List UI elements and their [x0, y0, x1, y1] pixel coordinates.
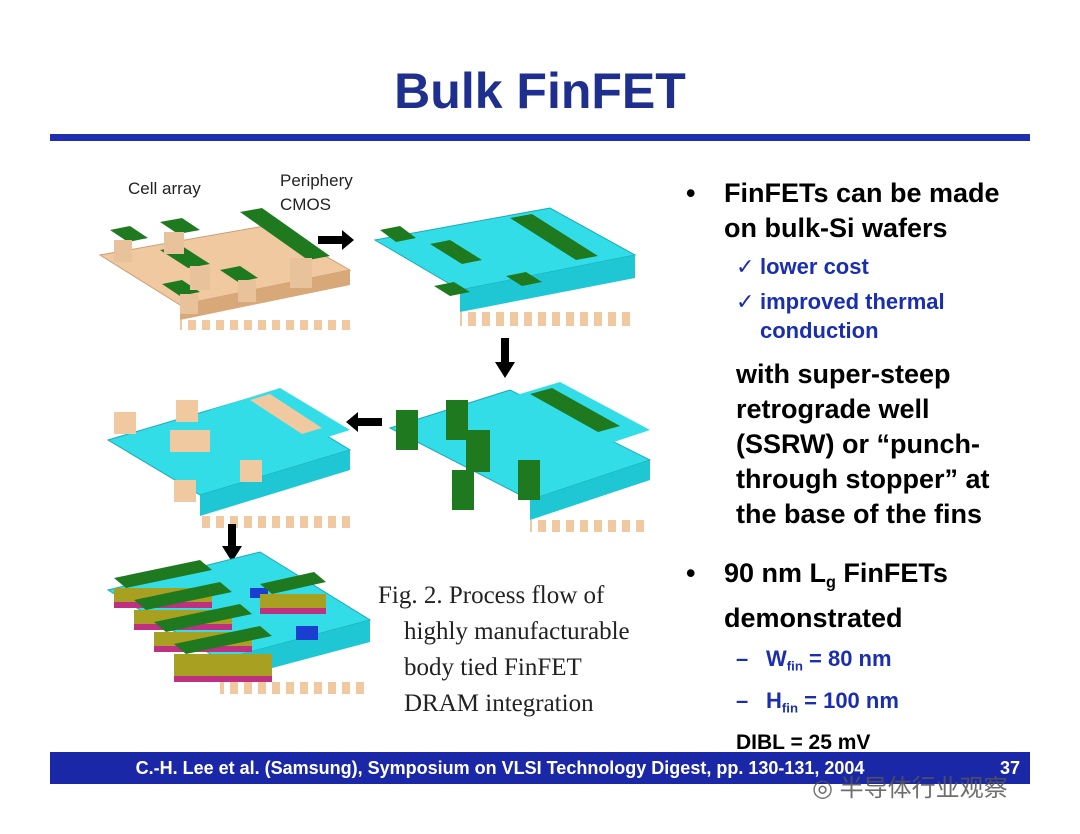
bullet-dot-icon: • — [686, 178, 696, 208]
check-item-2-line-1: improved thermal — [760, 289, 945, 314]
hfin-value: = 100 nm — [798, 688, 899, 714]
watermark: ◎ 半导体行业观察 — [812, 768, 1008, 803]
caption-line-1: Fig. 2. Process flow of — [378, 582, 605, 609]
ssrw-line-3: (SSRW) or “punch- — [736, 429, 980, 459]
stage-1-fins — [98, 208, 352, 330]
dash-icon: – — [736, 645, 749, 671]
label-cell-array: Cell array — [128, 179, 201, 198]
process-flow-figure: Cell array Periphery CMOS — [98, 171, 652, 694]
dash-item-wfin: – Wfin = 80 nm — [736, 644, 1056, 682]
ssrw-line-5: the base of the fins — [736, 499, 983, 529]
wfin-value: = 80 nm — [802, 645, 892, 671]
arrow-right-icon — [318, 230, 354, 250]
bullet-2-line-2: demonstrated — [724, 602, 903, 633]
stage-5-gates — [106, 551, 372, 694]
bullet-2-post: FinFETs — [835, 558, 948, 588]
bullet-1-line-1: FinFETs can be made — [724, 178, 1000, 208]
stage-3-recess — [388, 382, 652, 532]
slide-title: Bulk FinFET — [394, 63, 686, 119]
caption-line-4: DRAM integration — [404, 690, 594, 717]
checkmark-icon: ✓ — [736, 254, 755, 279]
bullet-list: • FinFETs can be made on bulk-Si wafers … — [686, 176, 1056, 758]
hfin-sub: fin — [781, 700, 799, 716]
ssrw-line-4: through stopper” at — [736, 464, 990, 494]
label-cmos: CMOS — [280, 195, 331, 214]
wechat-icon: ◎ — [812, 775, 833, 802]
hfin-label: H — [766, 688, 782, 714]
dash-icon: – — [736, 688, 749, 714]
check-item-2: ✓ improved thermal conduction — [736, 287, 1056, 345]
ssrw-paragraph: with super-steep retrograde well (SSRW) … — [736, 357, 1056, 532]
check-item-1-text: lower cost — [760, 254, 869, 279]
arrow-left-icon — [346, 412, 382, 432]
figure-caption: Fig. 2. Process flow of highly manufactu… — [378, 578, 630, 722]
ssrw-line-2: retrograde well — [736, 394, 930, 424]
dibl-text: DIBL = 25 mV — [736, 730, 871, 754]
caption-line-2: highly manufacturable — [404, 618, 630, 645]
label-periphery: Periphery — [280, 171, 353, 190]
bullet-2-sub: g — [826, 573, 836, 592]
page-number: 37 — [999, 758, 1020, 778]
citation-text: C.-H. Lee et al. (Samsung), Symposium on… — [135, 758, 865, 778]
citation-footer: C.-H. Lee et al. (Samsung), Symposium on… — [50, 752, 1030, 784]
bullet-2-pre: 90 nm L — [724, 558, 827, 588]
wfin-label: W — [766, 645, 787, 671]
bullet-2: • 90 nm Lg FinFETs demonstrated — [686, 556, 1056, 636]
bullet-dot-icon: • — [686, 558, 696, 588]
caption-line-3: body tied FinFET — [404, 654, 582, 681]
checkmark-icon: ✓ — [736, 289, 755, 314]
watermark-text: 半导体行业观察 — [839, 775, 1008, 802]
arrow-down-icon-2 — [222, 524, 242, 562]
title-rule — [50, 134, 1030, 141]
dash-item-hfin: – Hfin = 100 nm — [736, 686, 1056, 724]
wfin-sub: fin — [786, 658, 803, 674]
stage-4-mask-removal — [106, 388, 352, 528]
check-item-1: ✓ lower cost — [736, 252, 1056, 281]
bullet-1: • FinFETs can be made on bulk-Si wafers — [686, 176, 1056, 246]
stage-2-sti — [373, 207, 637, 326]
check-item-2-line-2: conduction — [760, 318, 879, 343]
ssrw-line-1: with super-steep — [736, 359, 951, 389]
bullet-1-line-2: on bulk-Si wafers — [724, 213, 948, 243]
arrow-down-icon — [495, 338, 515, 378]
